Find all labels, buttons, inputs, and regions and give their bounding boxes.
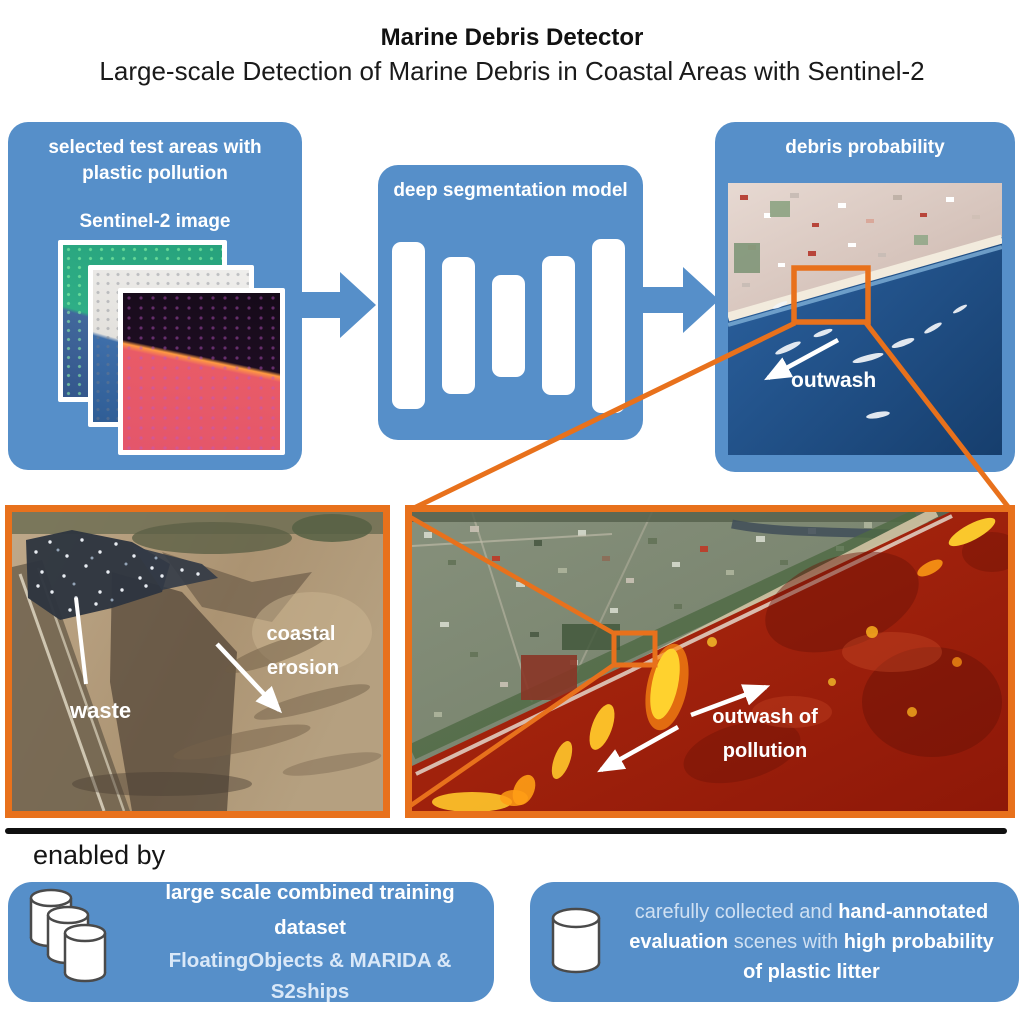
figure-title: Marine Debris Detector <box>380 24 644 51</box>
waste-site-image: waste coastal erosion <box>5 505 390 818</box>
debris-probability-image: outwash <box>728 183 1002 455</box>
section-divider <box>5 828 1007 834</box>
database-stack-icon <box>29 888 107 983</box>
database-icon <box>551 907 601 974</box>
evaluation-text-line1: carefully collected and hand-annotated <box>634 901 989 923</box>
zoom-region-rect <box>791 265 871 325</box>
model-architecture <box>392 227 625 424</box>
pollution-label: pollution <box>723 740 807 762</box>
evaluation-dataset-box: carefully collected and hand-annotated e… <box>530 882 1019 1002</box>
heatmap-light-wisps <box>752 632 942 728</box>
waste-site-photo: waste coastal erosion <box>12 512 383 812</box>
flow-arrow-right-2 <box>641 267 719 333</box>
outwash-of-label: outwash of <box>712 706 818 728</box>
pollution-heatmap: outwash of pollution <box>408 507 1022 812</box>
heatmap-dark-patches <box>683 532 1022 784</box>
training-dataset-text: large scale combined training dataset Fl… <box>126 876 494 1007</box>
beach-line <box>728 234 1002 322</box>
city-texture <box>734 193 980 287</box>
sentinel2-thumbnail-index <box>118 288 285 455</box>
model-layer-bar-1 <box>392 242 425 409</box>
model-layer-bar-2 <box>442 257 475 394</box>
model-layer-bar-4 <box>542 256 575 395</box>
outwash-arrow-upper <box>690 684 771 718</box>
waste-pointer-line <box>74 597 88 685</box>
figure-subtitle: Large-scale Detection of Marine Debris i… <box>99 56 925 86</box>
segmentation-model-title: deep segmentation model <box>393 180 628 201</box>
evaluation-dataset-text: carefully collected and hand-annotated e… <box>604 897 1019 987</box>
erosion-label-line2: erosion <box>267 657 339 679</box>
waste-pile <box>26 530 218 620</box>
flow-arrow-right-1 <box>298 272 376 338</box>
debris-probability-box: debris probability <box>715 122 1015 472</box>
segmentation-model-box: deep segmentation model <box>378 165 643 440</box>
test-areas-box-title: selected test areas with plastic polluti… <box>48 137 262 184</box>
sentinel2-image-label: Sentinel-2 image <box>79 211 231 232</box>
enabled-by-label: enabled by <box>33 840 166 870</box>
training-dataset-line2: FloatingObjects & MARIDA & S2ships <box>168 949 452 1003</box>
training-dataset-line1: large scale combined training dataset <box>165 881 455 940</box>
model-layer-bar-3 <box>492 274 525 377</box>
erosion-arrow <box>215 642 283 714</box>
waste-label: waste <box>69 698 131 723</box>
zoom-region-square <box>611 630 658 668</box>
evaluation-text-line3: of plastic litter <box>743 961 880 983</box>
evaluation-text-line2: evaluation scenes with high probability <box>629 931 994 953</box>
training-dataset-box: large scale combined training dataset Fl… <box>8 881 494 1003</box>
model-layer-bar-5 <box>592 238 625 413</box>
debris-probability-title: debris probability <box>785 137 945 158</box>
pollution-map-image: outwash of pollution <box>405 505 1022 818</box>
test-areas-box: selected test areas with plastic polluti… <box>8 122 302 470</box>
erosion-label-line1: coastal <box>267 623 336 645</box>
outwash-label: outwash <box>791 369 876 392</box>
